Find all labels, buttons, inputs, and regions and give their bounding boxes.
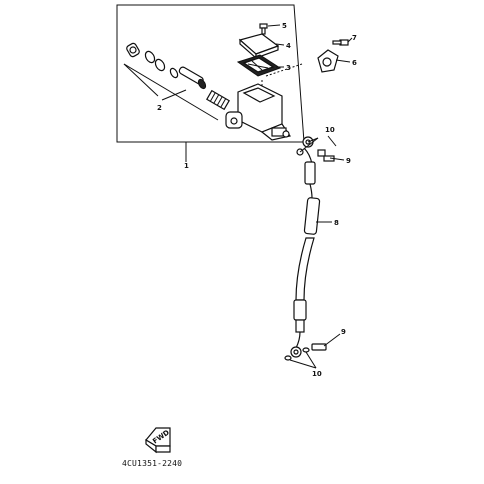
callout-3: 3 [286, 64, 291, 72]
reservoir-cap [238, 33, 280, 60]
callout-6: 6 [352, 59, 357, 67]
callout-9-lower: 9 [341, 328, 346, 336]
master-cylinder-body [225, 83, 291, 141]
bolt [332, 39, 349, 46]
callout-8: 8 [334, 219, 339, 227]
callout-1: 1 [184, 162, 189, 170]
piston-kit [123, 42, 230, 121]
callout-4: 4 [286, 42, 291, 50]
mounting-bracket [317, 49, 339, 73]
part-number-caption: 4CU1351-2240 [122, 459, 183, 468]
callout-10-upper: 10 [325, 126, 335, 134]
callout-2: 2 [157, 104, 162, 112]
callout-9-upper: 9 [346, 157, 351, 165]
brake-hose [284, 136, 335, 361]
callout-10-lower: 10 [312, 370, 322, 378]
callout-5: 5 [282, 22, 287, 30]
callout-7: 7 [352, 34, 357, 42]
diaphragm [236, 54, 282, 77]
forward-arrow: FWD [145, 427, 171, 454]
cap-screw [259, 23, 268, 35]
